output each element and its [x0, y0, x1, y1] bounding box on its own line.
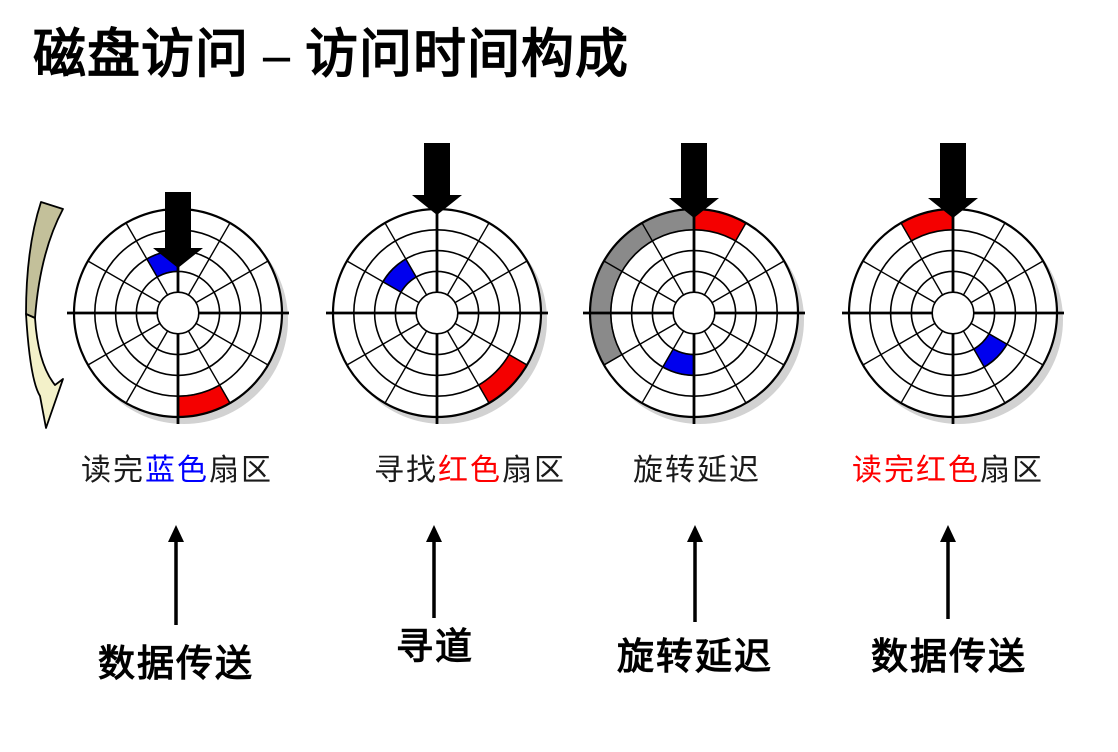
stage-caption-3: 旋转延迟: [633, 445, 761, 489]
rotation-direction-icon: [25, 201, 64, 429]
stage-caption-4: 读完红色扇区: [852, 445, 1044, 489]
slide-title: 磁盘访问 – 访问时间构成: [33, 26, 629, 84]
caption-segment: 扇区: [209, 454, 273, 487]
disk-diagram-stage-1: [67, 192, 289, 424]
up-pointer-arrow-3: [687, 525, 703, 622]
up-pointer-arrow-2: [426, 525, 442, 618]
stage-caption-1: 读完蓝色扇区: [81, 445, 273, 489]
up-pointer-arrow-4: [940, 525, 956, 619]
caption-segment: 寻找: [374, 454, 438, 487]
caption-segment: 蓝色: [145, 454, 209, 487]
time-label-data-transfer-1: 数据传送: [98, 644, 254, 685]
caption-segment: 红色: [438, 454, 502, 487]
caption-segment: 扇区: [502, 454, 566, 487]
rotation-arrow-lower: [25, 313, 64, 429]
caption-segment: 扇区: [980, 454, 1044, 487]
time-label-data-transfer-2: 数据传送: [871, 637, 1027, 678]
disk-diagram-stage-2: [326, 143, 548, 424]
time-label-seek: 寻道: [396, 627, 474, 668]
caption-segment: 旋转延迟: [633, 454, 761, 487]
up-pointer-arrow-1: [168, 525, 184, 625]
time-label-rotational-delay: 旋转延迟: [617, 637, 773, 678]
disk-diagram-stage-3: [583, 143, 805, 424]
caption-segment: 读完红色: [852, 454, 980, 487]
caption-segment: 读完: [81, 454, 145, 487]
stage-caption-2: 寻找红色扇区: [374, 445, 566, 489]
disk-diagram-stage-4: [842, 143, 1064, 424]
